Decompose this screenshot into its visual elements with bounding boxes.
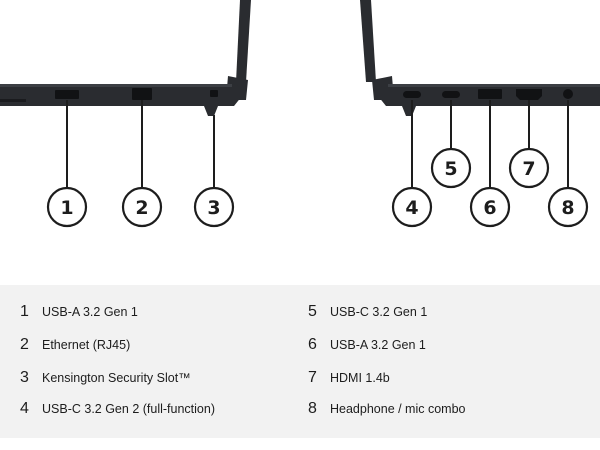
callout-number-5: 5 [444, 158, 457, 180]
callout-number-4: 4 [405, 197, 418, 219]
usb-a-port-icon [478, 89, 502, 99]
hdmi-port-icon [516, 89, 542, 100]
legend-number: 2 [20, 336, 29, 353]
legend-number: 3 [20, 369, 29, 386]
callout-number-1: 1 [60, 197, 73, 219]
callout-number-3: 3 [207, 197, 220, 219]
kensington-slot-icon [210, 90, 218, 97]
ports-diagram: 1 2 3 4 5 6 7 8 [0, 0, 600, 228]
legend-label: Kensington Security Slot™ [42, 371, 191, 385]
legend-label: Ethernet (RJ45) [42, 338, 131, 352]
legend-label: USB-A 3.2 Gen 1 [42, 305, 138, 319]
audio-jack-icon [563, 89, 573, 99]
legend-number: 6 [308, 336, 317, 353]
legend-number: 5 [308, 303, 317, 320]
callout-number-8: 8 [561, 197, 574, 219]
callout-circle-1 [46, 186, 88, 228]
callout-circle-4 [391, 186, 433, 228]
legend-label: USB-C 3.2 Gen 1 [330, 305, 428, 319]
callout-number-6: 6 [483, 197, 496, 219]
usb-c-port-icon [442, 91, 460, 98]
callout-circle-3 [193, 186, 235, 228]
legend-label: USB-C 3.2 Gen 2 (full-function) [42, 402, 215, 416]
legend-number: 1 [20, 303, 29, 320]
callout-circle-2 [121, 186, 163, 228]
callout-number-7: 7 [522, 158, 535, 180]
callout-circle-8 [547, 186, 589, 228]
legend-number: 4 [20, 400, 29, 417]
laptop-left-side-icon [0, 0, 251, 116]
callout-number-2: 2 [135, 197, 148, 219]
usb-a-port-icon [55, 90, 79, 99]
ethernet-port-icon [132, 88, 152, 100]
callout-circle-7 [508, 147, 550, 189]
usb-c-port-icon [403, 91, 421, 98]
legend-label: USB-A 3.2 Gen 1 [330, 338, 426, 352]
legend-label: Headphone / mic combo [330, 402, 466, 416]
legend-number: 8 [308, 400, 317, 417]
callout-circle-6 [469, 186, 511, 228]
port-legend: 1 USB-A 3.2 Gen 1 2 Ethernet (RJ45) 3 Ke… [0, 285, 600, 438]
callout-circle-5 [430, 147, 472, 189]
legend-label: HDMI 1.4b [330, 371, 390, 385]
legend-number: 7 [308, 369, 317, 386]
